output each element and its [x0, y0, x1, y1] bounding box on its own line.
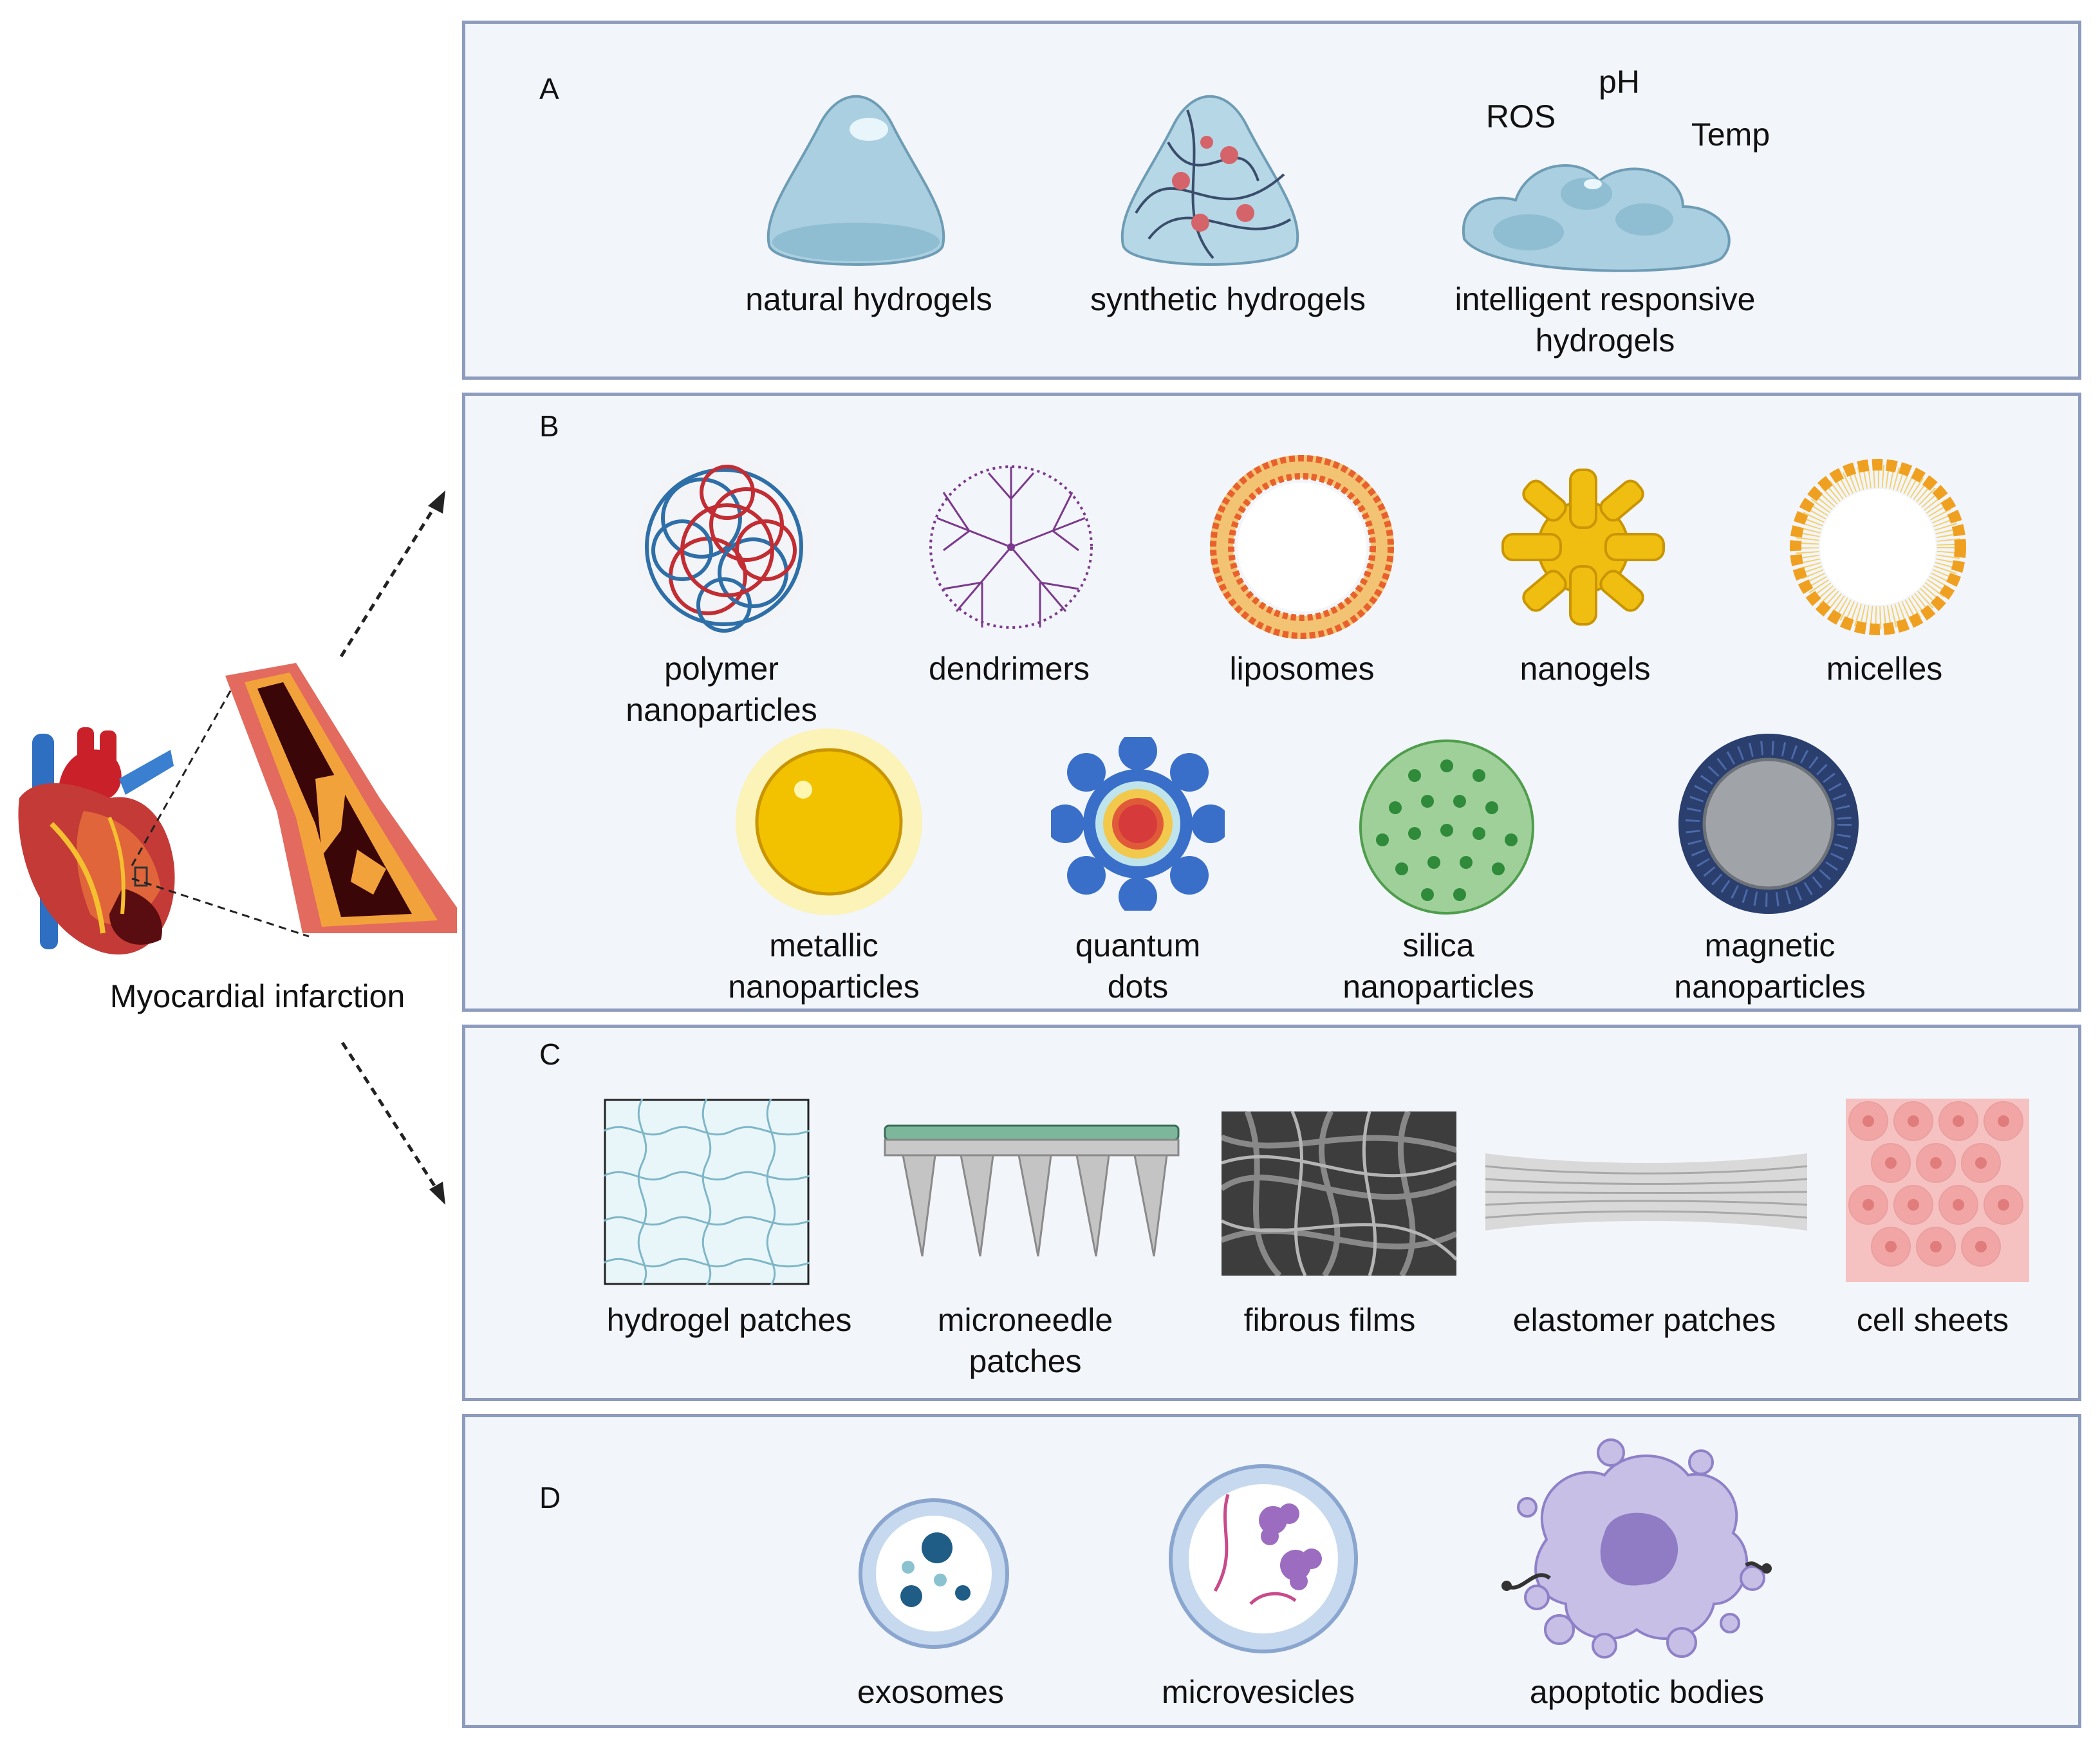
label-cell-sheets: cell sheets — [1856, 1302, 2009, 1338]
panel-a-hydrogels: A ROS pH Temp natural hydrogels synthe — [462, 21, 2081, 380]
label-exosomes: exosomes — [857, 1674, 1004, 1710]
label-hydrogel-patches: hydrogel patches — [606, 1302, 852, 1338]
nanogel-icon — [1496, 463, 1670, 631]
responsive-hydrogel-icon — [1451, 123, 1741, 277]
microvesicle-icon — [1167, 1462, 1360, 1655]
stimulus-ph: pH — [1599, 64, 1640, 100]
zoom-lines — [131, 688, 310, 938]
label-synthetic-hydrogels: synthetic hydrogels — [1090, 281, 1366, 317]
myocardial-infarction-caption: Myocardial infarction — [109, 978, 405, 1014]
label-nanogels: nanogels — [1519, 651, 1651, 687]
label-dendrimers: dendrimers — [928, 651, 1090, 687]
cell-sheet-icon — [1846, 1099, 2029, 1282]
panel-label-b: B — [539, 409, 559, 443]
metallic-nanoparticle-icon — [732, 725, 925, 918]
arrow-to-panel-c — [340, 1041, 445, 1205]
liposome-icon — [1209, 454, 1395, 640]
hydrogel-patch-icon — [604, 1099, 810, 1285]
panel-b-nanoparticles: B — [462, 393, 2081, 1012]
label-elastomer-patches: elastomer patches — [1512, 1302, 1776, 1338]
label-fibrous-films: fibrous films — [1243, 1302, 1416, 1338]
label-natural-hydrogels: natural hydrogels — [745, 281, 992, 317]
panel-c-patches: C — [462, 1025, 2081, 1401]
exosome-icon — [857, 1496, 1011, 1651]
stimulus-temp: Temp — [1691, 116, 1770, 153]
label-microvesicles: microvesicles — [1161, 1674, 1355, 1710]
synthetic-hydrogel-icon — [1110, 84, 1310, 277]
apoptotic-body-icon — [1501, 1437, 1772, 1668]
natural-hydrogel-icon — [756, 84, 956, 277]
panel-d-extracellular-vesicles: D — [462, 1414, 2081, 1728]
stimulus-ros: ROS — [1485, 98, 1556, 135]
panel-label-d: D — [539, 1481, 561, 1514]
label-micelles: micelles — [1826, 651, 1943, 687]
quantum-dot-icon — [1051, 737, 1225, 911]
micelle-icon — [1785, 454, 1971, 640]
label-apoptotic-bodies: apoptotic bodies — [1529, 1674, 1765, 1710]
label-liposomes: liposomes — [1229, 651, 1375, 687]
panel-label-c: C — [539, 1037, 561, 1071]
elastomer-patch-icon — [1485, 1147, 1807, 1237]
arrow-to-panel-b — [339, 490, 445, 658]
polymer-nanoparticle-icon — [631, 454, 817, 640]
fibrous-film-icon — [1222, 1111, 1456, 1276]
panel-label-a: A — [539, 72, 559, 106]
silica-nanoparticle-icon — [1357, 737, 1537, 917]
magnetic-nanoparticle-icon — [1675, 730, 1862, 917]
dendrimer-icon — [918, 454, 1104, 640]
heart-illustration — [13, 721, 180, 965]
microneedle-patch-icon — [884, 1124, 1180, 1266]
artery-plaque-illustration — [219, 663, 457, 933]
